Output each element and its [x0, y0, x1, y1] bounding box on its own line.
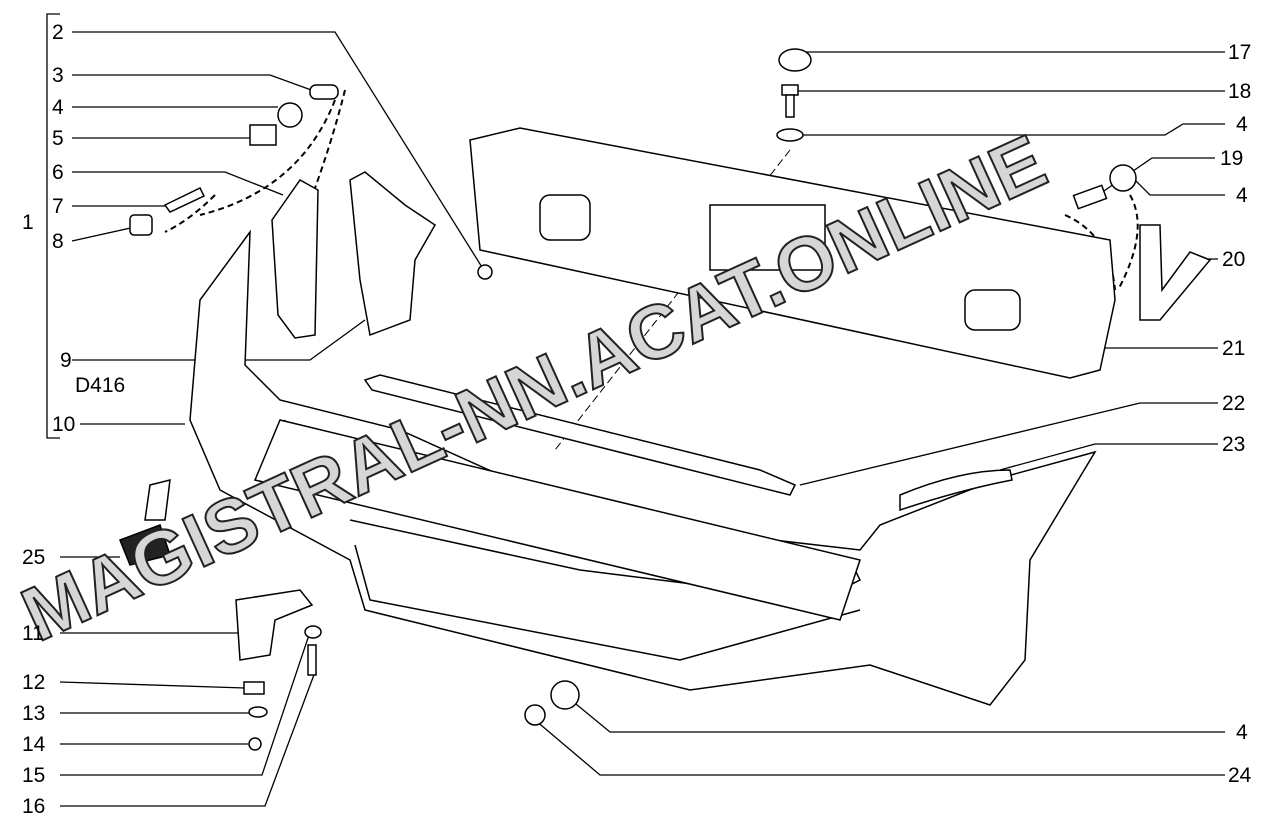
callout-3: 3 [52, 64, 64, 87]
part-10-bumper [189, 229, 1097, 706]
callout-14: 14 [22, 733, 46, 756]
callout-21: 21 [1222, 337, 1246, 360]
leader-12 [59, 681, 246, 689]
part-25-sensor [119, 524, 171, 566]
callout-18: 18 [1228, 80, 1252, 103]
callout-23: 23 [1222, 433, 1246, 456]
part-11 [235, 589, 314, 661]
part-17-cap [778, 48, 812, 72]
callout-19: 19 [1220, 147, 1244, 170]
leader-24 [534, 719, 1225, 776]
callout-7: 7 [52, 195, 64, 218]
callout-12: 12 [22, 671, 46, 694]
callout-16: 16 [22, 795, 46, 818]
callout-2: 2 [52, 21, 64, 44]
callout-8: 8 [52, 230, 64, 253]
callout-9: 9 [60, 349, 72, 372]
leader-4b [800, 123, 1225, 136]
callout-15: 15 [22, 764, 46, 787]
group-bracket [46, 13, 60, 439]
leader-8 [71, 226, 136, 242]
leader-2 [72, 31, 486, 273]
callout-5: 5 [52, 127, 64, 150]
part-23-bracket [899, 469, 1013, 512]
leader-9 [72, 319, 366, 361]
callout-4: 4 [52, 96, 64, 119]
leader-4c [1134, 179, 1225, 196]
callout-13: 13 [22, 702, 46, 725]
callout-4-right-b: 4 [1236, 184, 1248, 207]
leader-16 [60, 671, 316, 807]
leader-4d [564, 694, 1225, 733]
callout-22: 22 [1222, 392, 1246, 415]
leader-22 [799, 402, 1218, 486]
callout-24: 24 [1228, 764, 1252, 787]
callout-10: 10 [52, 413, 76, 436]
callout-11: 11 [22, 622, 44, 645]
leader-6 [72, 171, 284, 196]
leader-3 [72, 74, 326, 96]
part-6 [271, 179, 319, 339]
callout-4-right-c: 4 [1236, 721, 1248, 744]
grille [253, 419, 861, 621]
callout-4-right-a: 4 [1236, 113, 1248, 136]
leader-15 [60, 631, 311, 776]
callout-20: 20 [1222, 248, 1246, 271]
part-9 [349, 171, 436, 337]
callout-1: 1 [22, 211, 34, 234]
part-20 [1139, 224, 1212, 321]
part-22-strip [363, 374, 797, 496]
callout-25: 25 [22, 546, 46, 569]
leader-23 [999, 443, 1218, 471]
variant-label: D416 [75, 374, 126, 397]
callout-6: 6 [52, 161, 64, 184]
callout-17: 17 [1228, 41, 1252, 64]
